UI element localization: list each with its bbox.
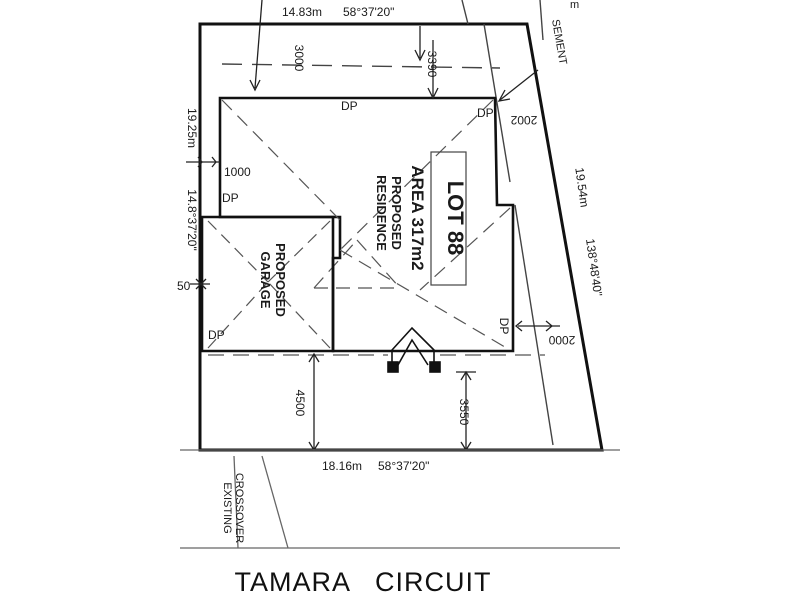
residence-label-line1: PROPOSED [389, 176, 404, 250]
front-setback-line [221, 63, 501, 69]
roof-lines [221, 99, 511, 351]
top-boundary-length: 14.83m [282, 5, 322, 19]
downpipe-label: DP [497, 318, 511, 335]
setback-left-partial: 50 [177, 279, 191, 293]
downpipe-label: DP [477, 106, 494, 120]
garage-label-line2: GARAGE [258, 251, 273, 308]
entry-portico [387, 326, 441, 373]
downpipe-label: DP [222, 191, 239, 205]
dimension-lines [186, 0, 560, 452]
verge-lines [180, 449, 620, 549]
lot-area: AREA 317m2 [408, 165, 427, 270]
garage-roof-lines [207, 220, 331, 349]
downpipe-label: DP [208, 328, 225, 342]
setback-side-left: 1000 [224, 165, 251, 179]
easement-prefix: m [570, 0, 579, 11]
residence-label-line2: RESIDENCE [374, 175, 389, 251]
setback-rear-garage: 4500 [293, 390, 307, 417]
top-boundary-bearing: 58°37'20" [343, 5, 394, 19]
crossover-label-line1: EXISTING [221, 482, 233, 533]
setback-rear-house: 3550 [457, 399, 471, 426]
lot-number: LOT 88 [443, 181, 468, 256]
crossover-label-line2: CROSSOVER [233, 473, 245, 543]
setback-front-left: 3000 [292, 45, 306, 72]
easement-label: SEMENT [549, 18, 569, 66]
garage-outline [200, 215, 335, 353]
downpipe-label: DP [341, 99, 358, 113]
bottom-boundary-length: 18.16m [322, 459, 362, 473]
left-boundary-length: 19.25m [185, 108, 199, 148]
garage-label-line1: PROPOSED [273, 243, 288, 317]
easement-lines [461, 0, 554, 446]
right-boundary-bearing: 138°48'40" [583, 238, 605, 297]
left-boundary-bearing: 14.8°37'20" [185, 189, 199, 250]
setback-side-right: 2000 [548, 333, 575, 347]
setback-front-right: 3390 [425, 51, 439, 78]
lot-label-box [430, 151, 467, 286]
street-name: TAMARA CIRCUIT [234, 567, 491, 597]
setback-corner-right: 2002 [510, 113, 537, 127]
bottom-boundary-bearing: 58°37'20" [378, 459, 429, 473]
right-boundary-length: 19.54m [572, 167, 591, 209]
